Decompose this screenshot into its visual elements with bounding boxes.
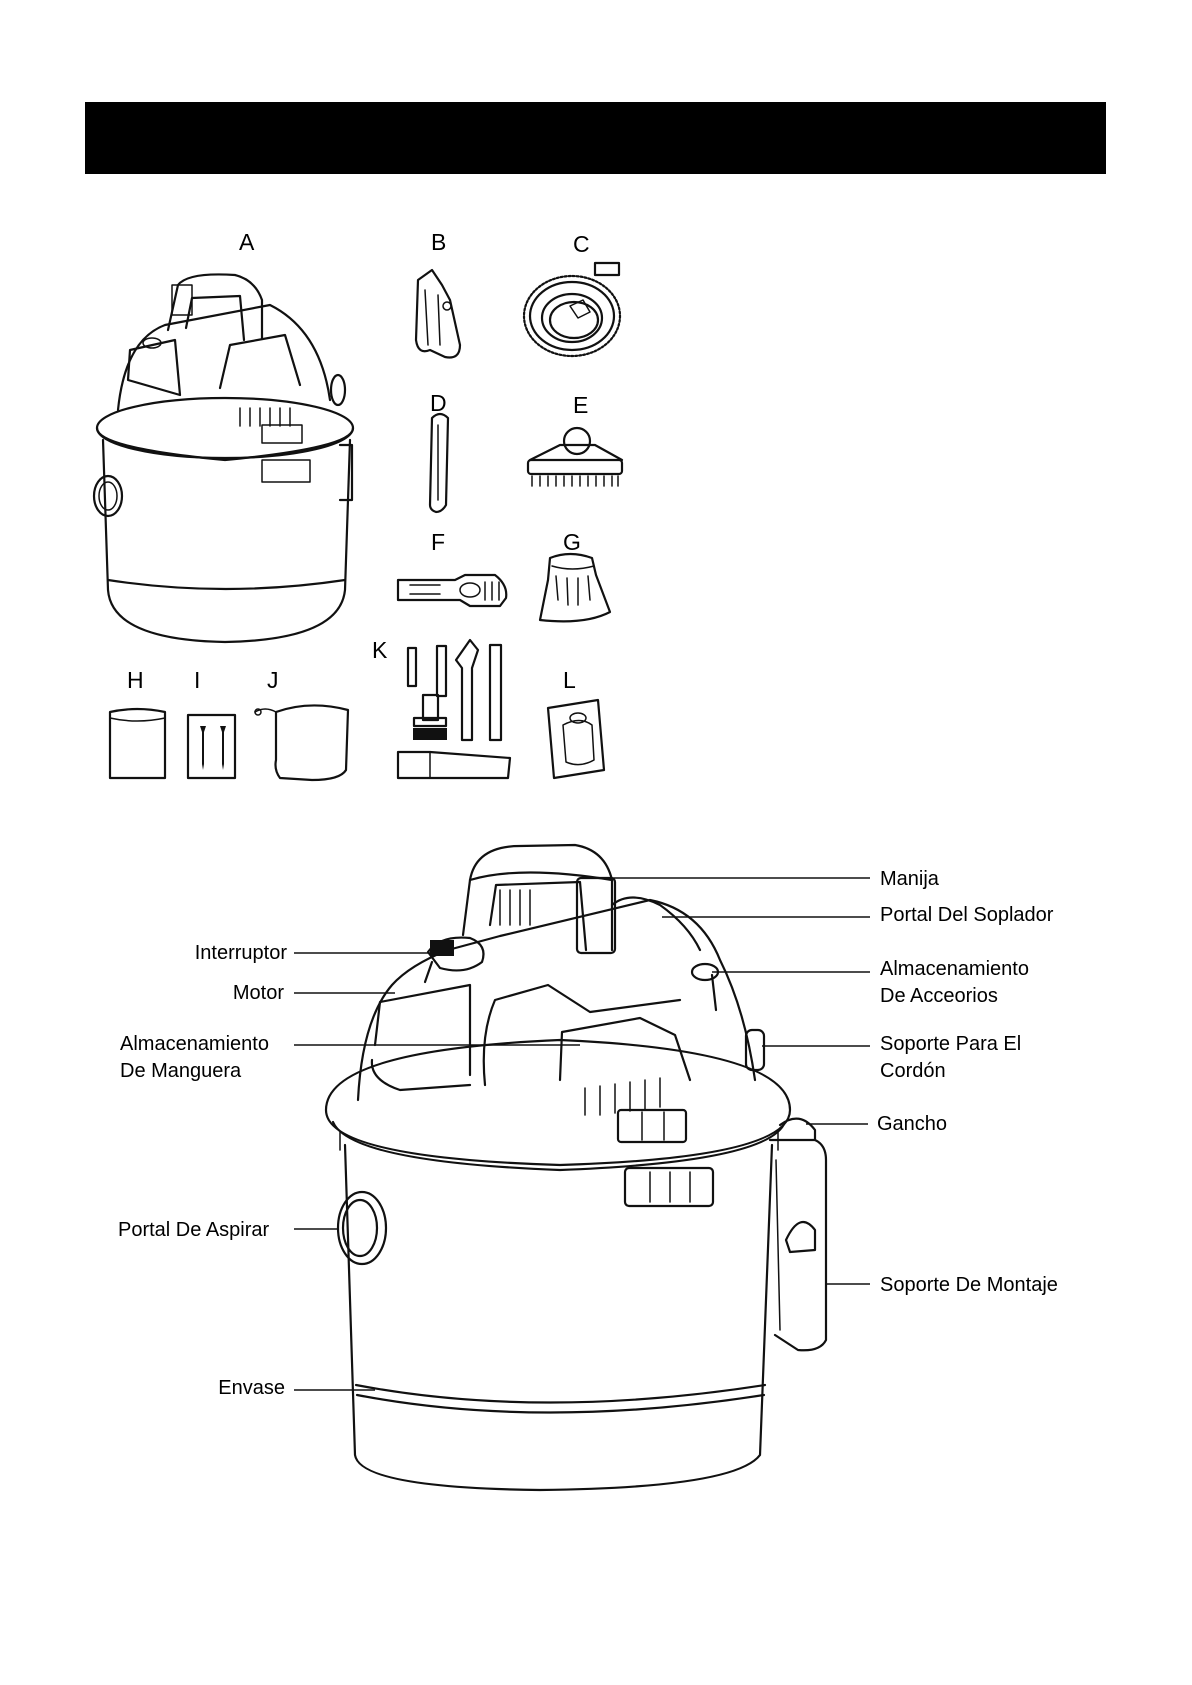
part-e-floor-brush-illustration — [528, 428, 622, 486]
main-vacuum-diagram — [326, 845, 826, 1490]
part-a-vacuum-illustration — [94, 274, 353, 642]
part-k-accessory-kit-illustration — [398, 640, 510, 778]
part-i-screws-illustration — [188, 715, 235, 778]
part-l-manual-illustration — [548, 700, 604, 778]
part-j-collection-bag-illustration — [255, 705, 348, 780]
part-d-crevice-tool-illustration — [430, 414, 448, 512]
part-c-hose-illustration — [524, 263, 620, 356]
part-b-accessory-holder-illustration — [416, 270, 460, 358]
part-f-utility-nozzle-illustration — [398, 575, 506, 606]
part-g-filter-bag-illustration — [540, 554, 610, 621]
part-h-foam-filter-illustration — [110, 709, 165, 778]
